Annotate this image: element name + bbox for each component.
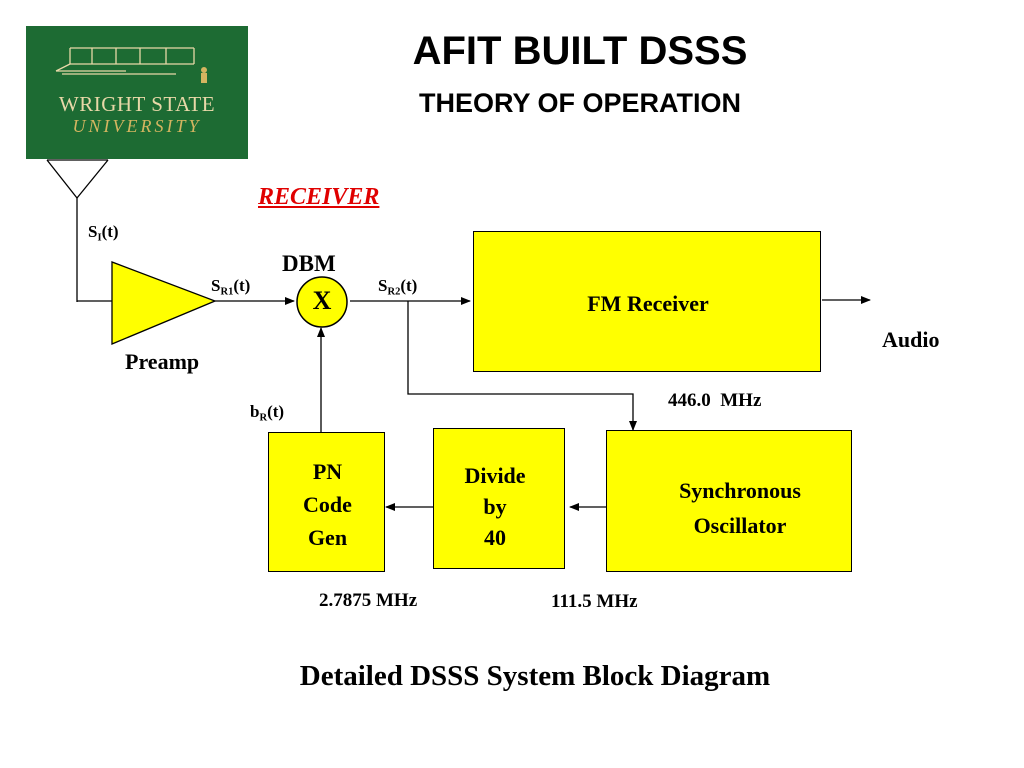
logo-text-line2: UNIVERSITY (72, 116, 202, 136)
fm-receiver-block: FM Receiver (473, 231, 821, 372)
audio-label: Audio (882, 327, 940, 352)
freq-2-7875-label: 2.7875 MHz (319, 590, 418, 611)
logo-text-line1: WRIGHT STATE (58, 92, 216, 116)
freq-111-5-label: 111.5 MHz (551, 591, 638, 612)
receiver-label: RECEIVER (258, 184, 380, 210)
synchronous-oscillator-block: Synchronous Oscillator (606, 430, 852, 572)
pn-line3: Gen (307, 525, 348, 550)
signal-sr1-label: SR1(t) (211, 276, 251, 298)
divider-line2: by (483, 494, 507, 519)
page-title: AFIT BUILT DSSS (412, 29, 748, 73)
dbm-mixer-circle (296, 276, 348, 328)
pn-code-gen-block: PN Code Gen (268, 432, 385, 572)
tap-to-oscillator-arrow (407, 301, 637, 431)
signal-si-label: SI(t) (88, 222, 119, 244)
preamp-label: Preamp (125, 349, 200, 374)
signal-br-label: bR(t) (250, 402, 285, 424)
pn-line2: Code (303, 492, 352, 517)
sync-osc-line2: Oscillator (693, 513, 787, 538)
divide-by-40-block: Divide by 40 (433, 428, 565, 569)
divider-line1: Divide (464, 463, 526, 488)
wright-flyer-icon (55, 47, 207, 83)
antenna-icon (46, 159, 109, 302)
mixer-symbol: X (312, 286, 332, 315)
fm-receiver-label: FM Receiver (587, 291, 709, 316)
diagram-caption: Detailed DSSS System Block Diagram (299, 660, 771, 692)
signal-sr2-label: SR2(t) (378, 276, 418, 298)
divider-line3: 40 (484, 525, 506, 550)
dbm-label: DBM (282, 251, 336, 276)
page-subtitle: THEORY OF OPERATION (418, 88, 742, 118)
wright-state-logo: WRIGHT STATE UNIVERSITY (26, 26, 248, 159)
pn-line1: PN (312, 459, 343, 484)
sync-osc-line1: Synchronous (679, 478, 801, 503)
preamp-triangle (111, 261, 217, 345)
freq-446-label: 446.0 MHz (668, 390, 762, 411)
